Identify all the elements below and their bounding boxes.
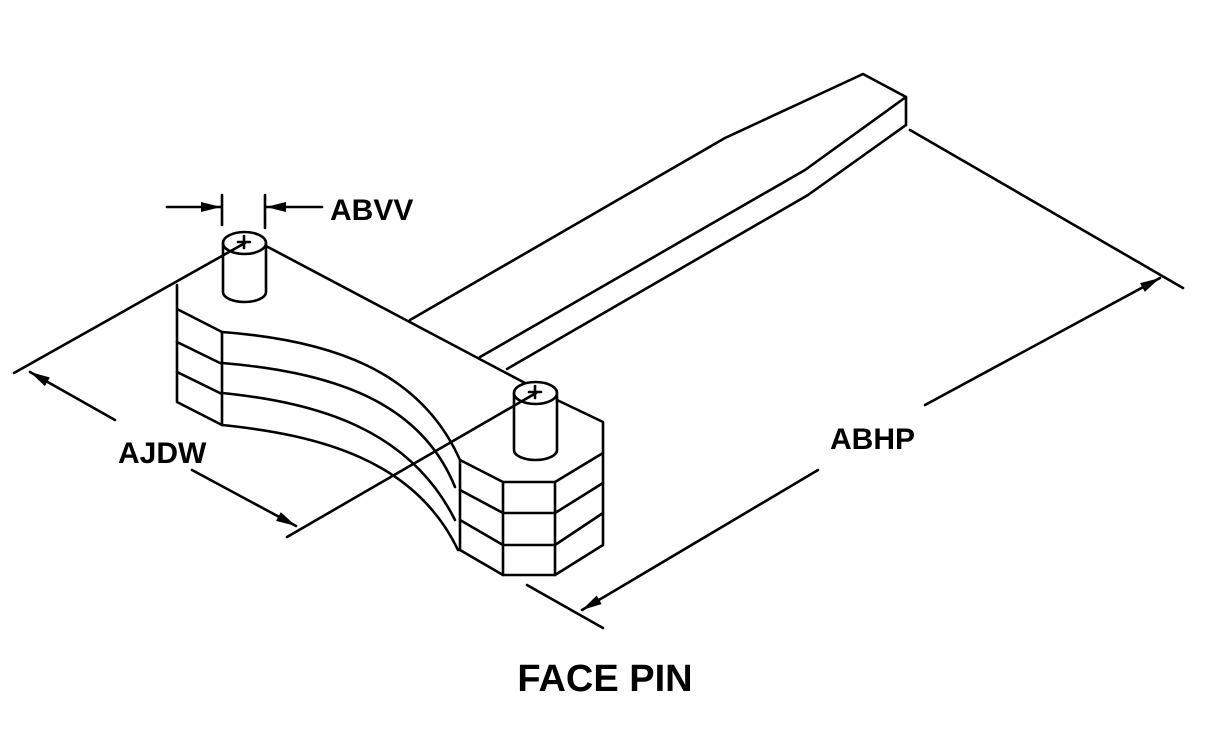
handle [408,72,908,371]
diagram-title: FACE PIN [517,658,692,700]
dimension-ajdw: AJDW [12,241,538,539]
dimension-label-abvv: ABVV [330,194,413,227]
center-mark-icon [236,234,252,250]
center-mark-icon [527,384,543,400]
dimension-abvv: ABVV [165,193,413,230]
dimension-label-abhp: ABHP [830,423,915,456]
body [175,244,605,577]
dimension-label-ajdw: AJDW [118,437,207,470]
dimension-abhp: ABHP [525,128,1185,630]
right-pin [512,380,559,462]
left-pin [221,230,268,304]
